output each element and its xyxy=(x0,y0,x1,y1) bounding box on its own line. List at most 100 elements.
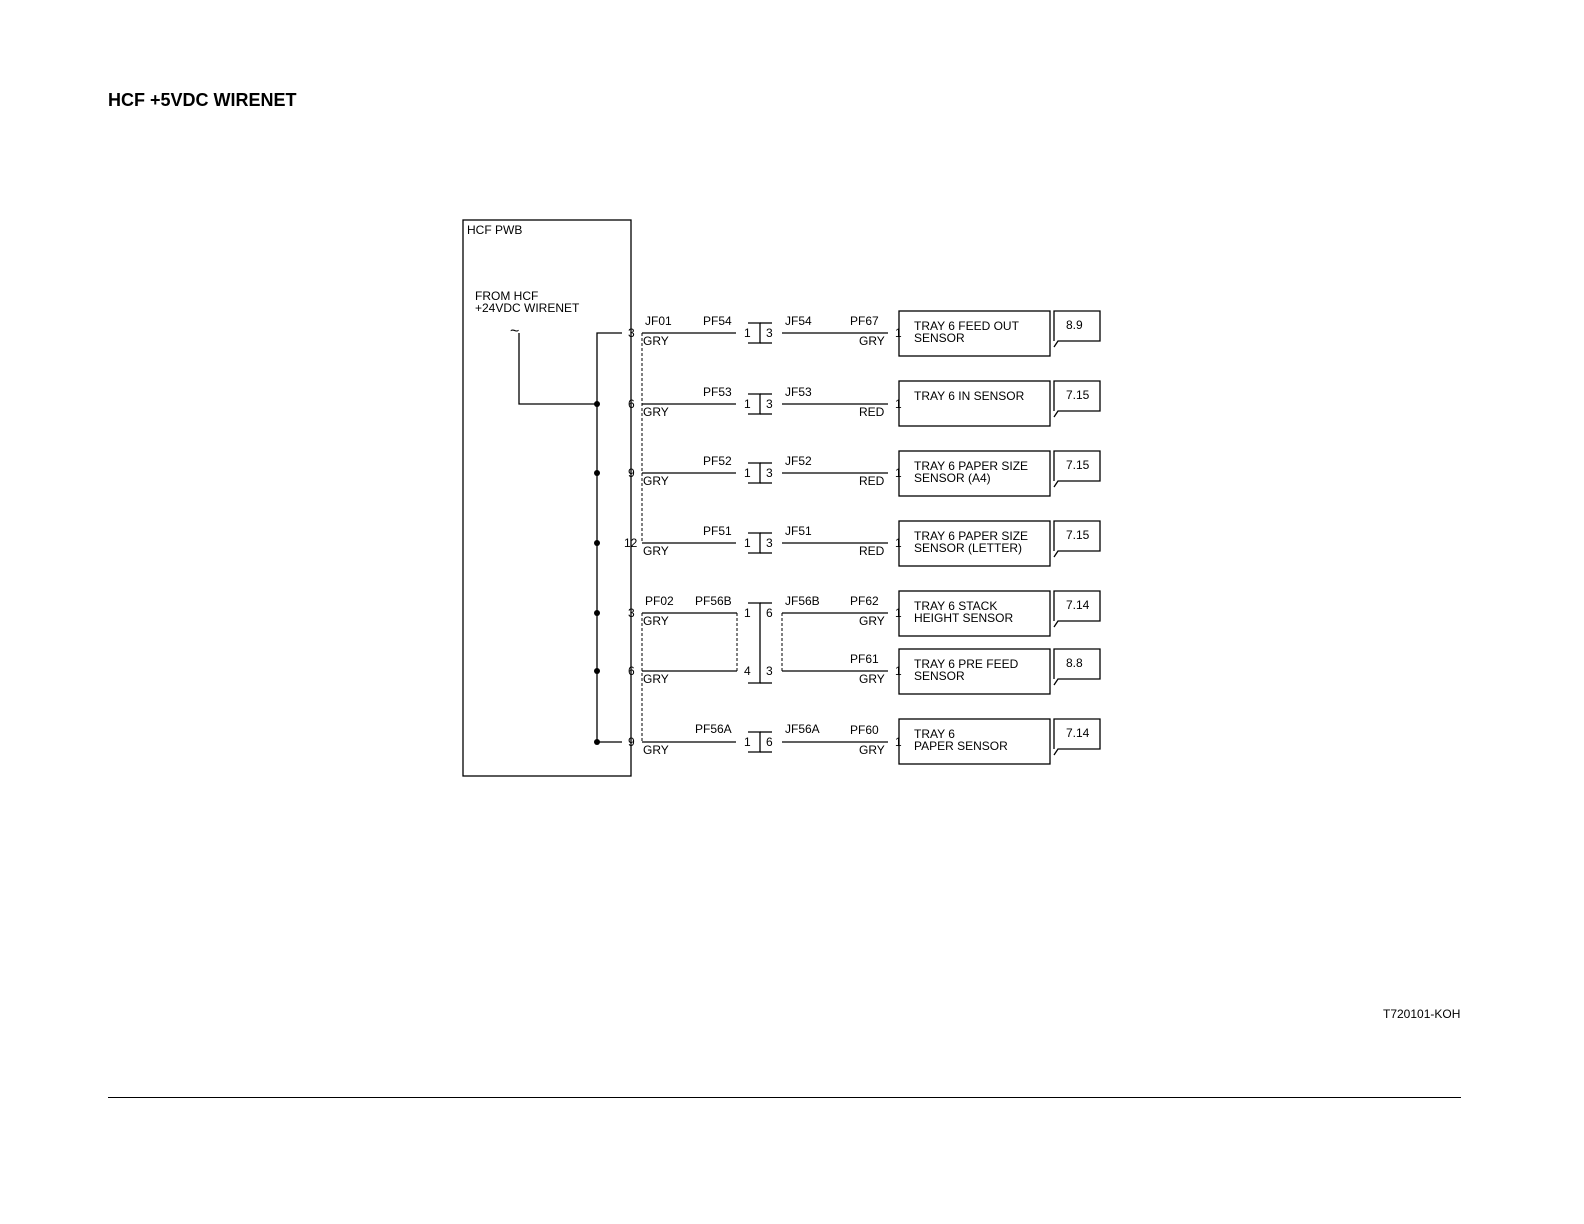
connector-pf56b-label: PF56B xyxy=(695,594,732,608)
connector-plug-pin: 1 xyxy=(744,606,751,620)
connector-plug-pin: 1 xyxy=(744,397,751,411)
pwb-pin-number: 6 xyxy=(628,664,635,678)
connector-plug-label: PF53 xyxy=(703,385,732,399)
connector-jack-pin: 3 xyxy=(766,326,773,340)
bus-junction-dot xyxy=(594,739,600,745)
connector-plug-pin: 1 xyxy=(744,536,751,550)
reference-number: 7.15 xyxy=(1066,528,1090,542)
sensor-label-line1: TRAY 6 STACK xyxy=(914,599,997,613)
sensor-label-line2: SENSOR xyxy=(914,669,965,683)
connector-jf56a-label: JF56A xyxy=(785,722,820,736)
page-title: HCF +5VDC WIRENET xyxy=(108,90,297,110)
connector-jack-pin: 6 xyxy=(766,735,773,749)
connector-jack-pin: 6 xyxy=(766,606,773,620)
sensor-label-line2: PAPER SENSOR xyxy=(914,739,1008,753)
connector-plug-pin: 1 xyxy=(744,735,751,749)
sensor-box xyxy=(898,310,1051,357)
wire-color-right: RED xyxy=(859,544,885,558)
bus-junction-dot xyxy=(594,540,600,546)
reference-flag xyxy=(1053,520,1101,558)
wire-color-right: RED xyxy=(859,405,885,419)
sensor-connector-label: PF67 xyxy=(850,314,879,328)
connector-bracket xyxy=(748,462,761,484)
connector-plug-pin: 1 xyxy=(744,466,751,480)
connector-bracket xyxy=(748,322,761,344)
wire-color-right: GRY xyxy=(859,743,885,757)
pwb-label: HCF PWB xyxy=(467,223,522,237)
connector-jack-label: JF51 xyxy=(785,524,812,538)
connector-jack-pin: 3 xyxy=(766,466,773,480)
reference-number: 8.9 xyxy=(1066,318,1083,332)
reference-number: 7.15 xyxy=(1066,458,1090,472)
pwb-pin-number: 9 xyxy=(628,466,635,480)
sensor-box xyxy=(898,590,1051,637)
source-symbol: ~ xyxy=(510,323,519,340)
reference-number: 7.14 xyxy=(1066,726,1090,740)
wire-color-right: RED xyxy=(859,474,885,488)
connector-bracket xyxy=(748,532,761,554)
reference-number: 7.15 xyxy=(1066,388,1090,402)
connector-pf56b-bracket xyxy=(748,602,761,684)
reference-flag xyxy=(1053,648,1101,686)
bus-junction-dot xyxy=(594,470,600,476)
connector-plug-pin: 4 xyxy=(744,664,751,678)
sensor-label-line1: TRAY 6 PRE FEED xyxy=(914,657,1019,671)
connector-jack-pin: 3 xyxy=(766,664,773,678)
sensor-connector-label: PF60 xyxy=(850,723,879,737)
reference-flag xyxy=(1053,450,1101,488)
sensor-label-line2: SENSOR (A4) xyxy=(914,471,991,485)
sensor-box xyxy=(898,648,1051,695)
wire-color-left: GRY xyxy=(643,334,669,348)
connector-plug-pin: 1 xyxy=(744,326,751,340)
sensor-box xyxy=(898,450,1051,497)
wire-color-left: GRY xyxy=(643,474,669,488)
wire-color-right: GRY xyxy=(859,614,885,628)
sensor-connector-label: PF62 xyxy=(850,594,879,608)
reference-number: 8.8 xyxy=(1066,656,1083,670)
sensor-label-line1: TRAY 6 IN SENSOR xyxy=(914,389,1025,403)
sensor-box xyxy=(898,718,1051,765)
source-label-1: FROM HCF xyxy=(475,289,538,303)
connector-jack-label: JF52 xyxy=(785,454,812,468)
connector-jf56b-label: JF56B xyxy=(785,594,820,608)
sensor-label-line2: SENSOR xyxy=(914,331,965,345)
sensor-label-line1: TRAY 6 PAPER SIZE xyxy=(914,459,1028,473)
connector-plug-label: PF51 xyxy=(703,524,732,538)
sensor-label-line2: HEIGHT SENSOR xyxy=(914,611,1013,625)
wire-color-left: GRY xyxy=(643,743,669,757)
reference-flag xyxy=(1053,590,1101,628)
connector-jack-pin: 3 xyxy=(766,397,773,411)
source-wire xyxy=(518,333,597,405)
reference-number: 7.14 xyxy=(1066,598,1090,612)
wire-color-left: GRY xyxy=(643,544,669,558)
wire-color-left: GRY xyxy=(643,672,669,686)
bus-junction-dot xyxy=(594,401,600,407)
wire-color-right: GRY xyxy=(859,334,885,348)
sensor-box xyxy=(898,520,1051,567)
connector-bracket xyxy=(748,731,761,753)
bus-junction-dot xyxy=(594,668,600,674)
connector-plug-label: PF52 xyxy=(703,454,732,468)
bus-junction-dot xyxy=(594,610,600,616)
reference-flag xyxy=(1053,310,1101,348)
reference-flag xyxy=(1053,380,1101,418)
connector-jack-label: JF54 xyxy=(785,314,812,328)
connector-plug-label: PF54 xyxy=(703,314,732,328)
sensor-label-line1: TRAY 6 FEED OUT xyxy=(914,319,1020,333)
wire-color-left: GRY xyxy=(643,614,669,628)
wire-color-left: GRY xyxy=(643,405,669,419)
connector-pf02-label: PF02 xyxy=(645,594,674,608)
sensor-label-line1: TRAY 6 xyxy=(914,727,955,741)
connector-jack-pin: 3 xyxy=(766,536,773,550)
pwb-pin-number: 12 xyxy=(624,536,638,550)
pwb-pin-number: 9 xyxy=(628,735,635,749)
pwb-pin-number: 6 xyxy=(628,397,635,411)
document-id: T720101-KOH xyxy=(1383,1007,1461,1021)
connector-jack-label: JF53 xyxy=(785,385,812,399)
source-label-2: +24VDC WIRENET xyxy=(475,301,580,315)
sensor-label-line1: TRAY 6 PAPER SIZE xyxy=(914,529,1028,543)
pwb-box xyxy=(462,219,632,777)
sensor-box xyxy=(898,380,1051,427)
connector-bracket xyxy=(748,393,761,415)
